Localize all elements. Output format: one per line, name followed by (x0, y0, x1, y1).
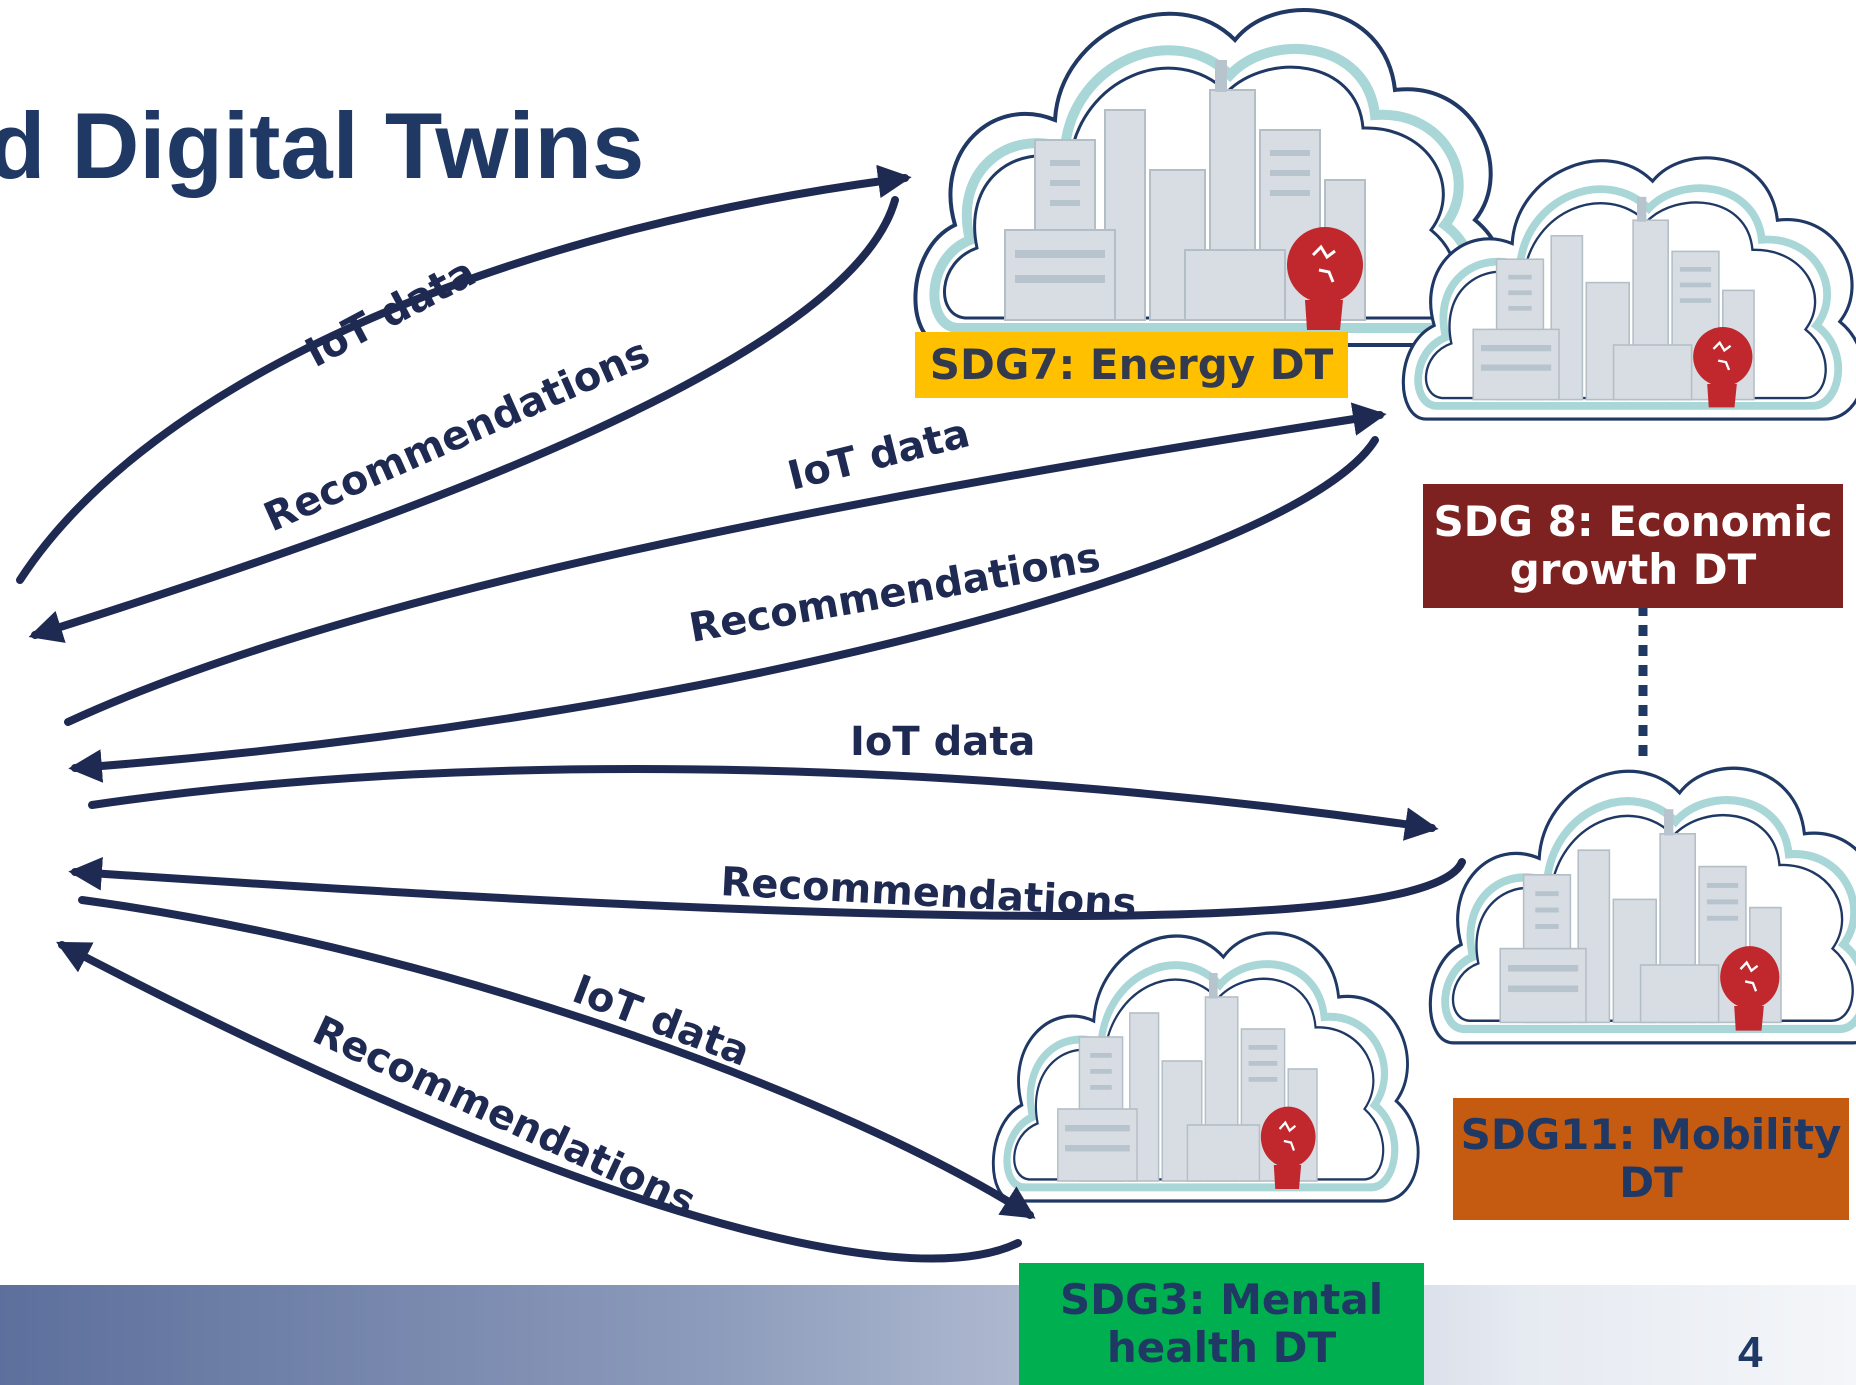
arrow-rec-mental (56, 941, 1022, 1263)
page-number: 4 (1738, 1328, 1763, 1377)
node-label-energy-dt: SDG7: Energy DT (915, 332, 1348, 398)
arrow-rec-economic (68, 436, 1379, 783)
node-label-mobility-dt: SDG11: Mobility DT (1453, 1098, 1849, 1220)
arrow-rec-mobility (68, 857, 1466, 920)
flow-label-iot-energy: IoT data (298, 249, 483, 377)
flow-label-iot-mobility: IoT data (850, 719, 1035, 765)
cloud-energy-dt (915, 10, 1505, 345)
arrow-iot-mental (78, 896, 1036, 1219)
cloud-mobility-dt (1430, 768, 1856, 1043)
page-title: d Digital Twins (0, 93, 645, 198)
arrow-iot-energy (16, 164, 912, 584)
node-label-mental-dt: SDG3: Mental health DT (1019, 1263, 1424, 1385)
footer-bar (0, 1285, 1856, 1385)
node-label-economic-dt: SDG 8: Economic growth DT (1423, 484, 1843, 608)
arrow-iot-mobility (88, 765, 1439, 841)
flow-label-rec-economic: Recommendations (686, 534, 1104, 652)
arrow-rec-energy (28, 196, 899, 643)
cloud-mental-dt (993, 933, 1418, 1201)
arrow-iot-economic (64, 402, 1387, 726)
